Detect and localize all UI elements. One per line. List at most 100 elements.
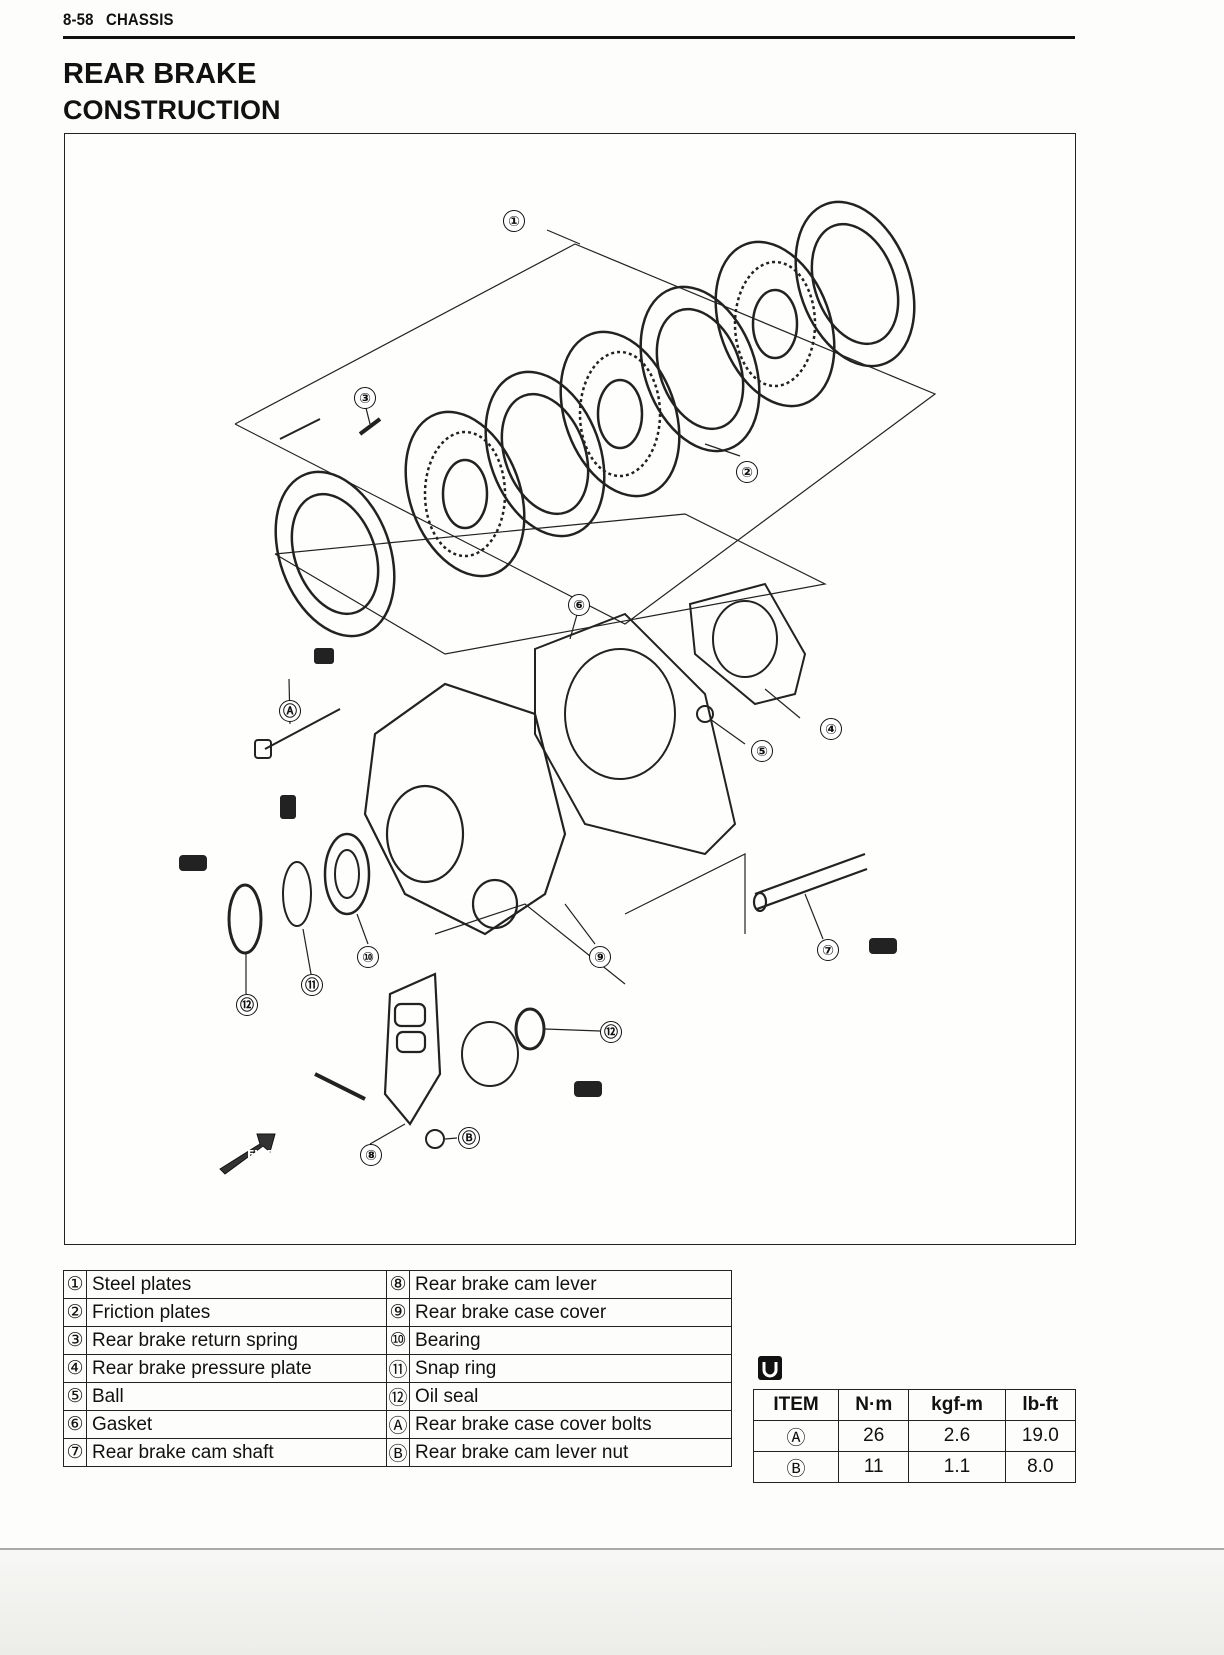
bearing-inner — [334, 849, 360, 899]
callout-2: ② — [736, 461, 758, 483]
part-number: Ⓑ — [386, 1438, 411, 1467]
gasket-outline — [274, 513, 827, 655]
part-number: ① — [63, 1270, 87, 1299]
return-spring-pin — [279, 418, 321, 440]
diagram-drawing: FWD — [179, 200, 937, 1175]
pressure-plate — [688, 582, 807, 706]
part-name: Rear brake case cover bolts — [409, 1410, 732, 1439]
steel-plate — [639, 285, 761, 453]
callout-1: ① — [503, 210, 525, 232]
part-number: ⑥ — [63, 1410, 87, 1439]
thread-lock-icon — [314, 648, 334, 664]
torque-header: N·m — [838, 1389, 910, 1421]
torque-cell: 2.6 — [908, 1420, 1006, 1452]
callout-4: ④ — [820, 718, 842, 740]
cam-shaft — [752, 852, 868, 913]
cam-lever-nut — [425, 1129, 445, 1149]
oil-seal — [227, 883, 263, 955]
callout-10: ⑩ — [357, 946, 379, 968]
chapter-title: CHASSIS — [105, 10, 174, 29]
torque-cell: Ⓑ — [752, 1451, 840, 1483]
case-cover — [363, 682, 567, 936]
ball — [696, 705, 714, 723]
grease-icon — [869, 938, 897, 954]
torque-icon — [758, 1356, 782, 1380]
part-name: Bearing — [409, 1326, 732, 1355]
gasket — [534, 612, 737, 856]
snap-ring-lower — [461, 1021, 519, 1087]
callout-a: Ⓐ — [279, 700, 301, 722]
part-number: ② — [63, 1298, 87, 1327]
torque-header: ITEM — [752, 1389, 840, 1421]
callout-3: ③ — [354, 387, 376, 409]
part-number: ⑪ — [386, 1354, 411, 1383]
grease-icon — [179, 855, 207, 871]
bearing — [323, 832, 371, 916]
torque-cell: 1.1 — [908, 1451, 1006, 1483]
oil-icon — [280, 795, 296, 819]
page-number: 8-58 — [63, 10, 94, 29]
page-bottom-margin — [0, 1550, 1224, 1655]
torque-cell: 8.0 — [1004, 1451, 1077, 1483]
part-number: ③ — [63, 1326, 87, 1355]
steel-plate — [794, 200, 916, 368]
case-cover-bolt — [254, 708, 341, 759]
part-name: Gasket — [85, 1410, 388, 1439]
fwd-arrow-icon — [219, 1133, 276, 1175]
part-number: ⑨ — [386, 1298, 411, 1327]
part-number: ⑦ — [63, 1438, 87, 1467]
callout-b: Ⓑ — [458, 1127, 480, 1149]
return-spring — [358, 417, 382, 436]
part-name: Rear brake case cover — [409, 1298, 732, 1327]
page-header: 8-58 CHASSIS — [63, 10, 174, 30]
friction-plate — [404, 410, 526, 578]
part-number: ⑧ — [386, 1270, 411, 1299]
steel-plate — [484, 370, 606, 538]
part-name: Rear brake return spring — [85, 1326, 388, 1355]
fwd-label: FWD — [247, 1148, 276, 1161]
snap-ring — [282, 861, 312, 927]
oil-seal-lower — [514, 1007, 546, 1051]
exploded-diagram: FWD ① ② ③ ④ ⑤ ⑥ ⑦ ⑧ ⑨ ⑩ — [64, 133, 1076, 1245]
cover-outline-lower — [434, 903, 626, 985]
callout-5: ⑤ — [751, 740, 773, 762]
section-subtitle: CONSTRUCTION — [63, 95, 281, 125]
page-bottom-rule — [0, 1548, 1224, 1550]
part-name: Snap ring — [409, 1354, 732, 1383]
part-name: Rear brake cam lever nut — [409, 1438, 732, 1467]
grease-icon — [574, 1081, 602, 1097]
callout-6: ⑥ — [568, 594, 590, 616]
torque-cell: 26 — [838, 1420, 910, 1452]
part-name: Friction plates — [85, 1298, 388, 1327]
callout-12: ⑫ — [236, 994, 258, 1016]
part-name: Rear brake cam lever — [409, 1270, 732, 1299]
torque-cell: 11 — [838, 1451, 910, 1483]
cam-lever-bolt — [314, 1072, 366, 1101]
friction-plate — [714, 240, 836, 408]
torque-header: kgf-m — [908, 1389, 1006, 1421]
part-number: ⑩ — [386, 1326, 411, 1355]
cam-lever — [383, 972, 442, 1126]
part-name: Rear brake cam shaft — [85, 1438, 388, 1467]
part-number: Ⓐ — [386, 1410, 411, 1439]
cam-shaft-guide — [624, 853, 746, 934]
callout-12-lower: ⑫ — [600, 1021, 622, 1043]
part-number: ⑫ — [386, 1382, 411, 1411]
part-number: ⑤ — [63, 1382, 87, 1411]
callout-9: ⑨ — [589, 946, 611, 968]
header-rule — [63, 36, 1075, 39]
part-name: Oil seal — [409, 1382, 732, 1411]
part-name: Rear brake pressure plate — [85, 1354, 388, 1383]
torque-header: lb-ft — [1004, 1389, 1077, 1421]
part-name: Ball — [85, 1382, 388, 1411]
part-name: Steel plates — [85, 1270, 388, 1299]
